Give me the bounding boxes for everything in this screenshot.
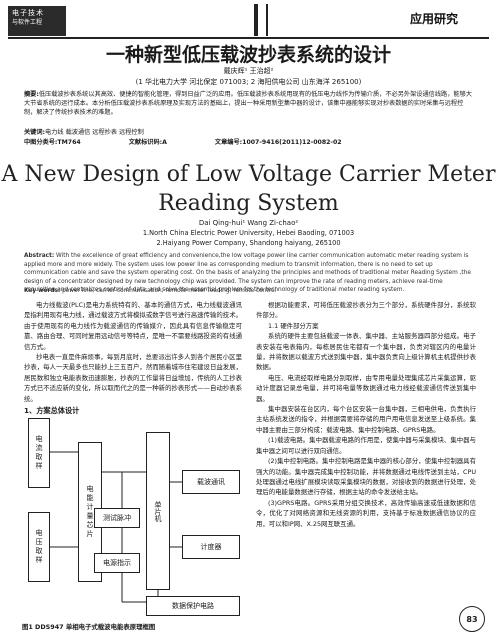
block-carrier-comm: 载波通讯 <box>182 470 240 494</box>
figure-caption: 图1 DDS947 单相电子式载波电能表原理框图 <box>22 623 156 631</box>
cn-title: 一种新型低压载波抄表系统的设计 <box>105 44 391 66</box>
en-affiliation-1: 1.North China Electric Power University,… <box>142 229 355 237</box>
block-carrier-comm-label: 载波通讯 <box>197 478 225 486</box>
en-title-line1: A New Design of Low Voltage Carrier Mete… <box>1 162 496 187</box>
block-power-indicator: 电源指示 <box>94 553 140 573</box>
cn-affiliation: (1 华北电力大学 河北保定 071003; 2 海阳供电公司 山东海洋 265… <box>135 78 362 86</box>
body-paragraph: (1)载波电路。集中器载波电路的作用是，使集中器与采集模块、集中器与集中器之间可… <box>256 436 476 455</box>
cn-meta: 中图分类号:TM764 文献标识码:A 文章编号:1007-9416(2011)… <box>24 137 474 146</box>
body-right-column: 根据功能要求，可将低压载波抄表分为三个部分，系统硬件部分，系统软件部分。 1.1… <box>256 300 476 529</box>
en-title-line2: Reading System <box>158 191 339 216</box>
en-keywords-text: power line; carrier communication; remot… <box>62 288 277 294</box>
cn-abstract-label: 摘要: <box>24 91 39 98</box>
body-paragraph: 根据功能要求，可将低压载波抄表分为三个部分，系统硬件部分，系统软件部分。 <box>256 301 476 320</box>
cn-clc: 中图分类号:TM764 <box>24 139 81 146</box>
body-paragraph: 电力线载波(PLC)是电力系统特有的、基本的通信方式，电力线载波通讯是指利用现有… <box>24 301 242 351</box>
cn-abstract: 摘要:低压载波抄表系统以其高效、便捷的智能化管理，得到日益广泛的应用。低压载波抄… <box>24 90 474 117</box>
en-affiliation-2: 2.Haiyang Power Company, Shandong haiyan… <box>156 239 341 247</box>
block-counter-label: 计度器 <box>200 543 222 551</box>
en-keywords: Key words: power line; carrier communica… <box>24 288 474 294</box>
block-power-indicator-label: 电源指示 <box>103 559 131 567</box>
cn-doc-code: 文献标识码:A <box>128 139 167 146</box>
cn-authors: 戴庆辉¹ 王治超² <box>223 67 274 75</box>
body-paragraph: 系统的硬件主要包括载波一体表、集中器、主站服务器四部分组成。电子表安装在电表箱内… <box>256 332 476 372</box>
block-data-protection: 数据保护电路 <box>146 596 240 616</box>
body-left-column: 电力线载波(PLC)是电力系统特有的、基本的通信方式，电力线载波通讯是指利用现有… <box>24 300 242 418</box>
block-test-pulse-label: 测试脉冲 <box>103 514 131 522</box>
journal-logo-line1: 电子技术 <box>12 9 44 17</box>
block-current-sampling: 电流取样 <box>28 418 50 488</box>
en-abstract-label: Abstract: <box>24 253 55 259</box>
block-mcu-label: 单片机 <box>154 500 162 522</box>
block-mcu: 单片机 <box>146 432 170 590</box>
block-diagram-figure: 电流取样 电压取样 电能计量芯片 单片机 载波通讯 计度器 测试脉冲 电源指示 … <box>26 412 242 622</box>
en-abstract-text: With the excellence of great efficiency … <box>24 253 471 294</box>
body-paragraph: 电压、电流经取样电路分别取样，由专用电量处理集成芯片采集运算，驱动计度器记录总电… <box>256 373 476 403</box>
body-paragraph: 抄电表一直是件麻烦事，每到月底时，总要派出许多人到各个居民小区里抄表，每人一天最… <box>24 353 242 403</box>
block-test-pulse: 测试脉冲 <box>94 508 140 528</box>
cn-keywords: 关键词:电力线 载波通信 远程抄表 远程控制 <box>24 127 474 136</box>
block-meter-chip-label: 电能计量芯片 <box>86 485 94 539</box>
subsection-heading: 1.1 硬件部分方案 <box>268 321 319 330</box>
block-voltage-sampling-label: 电压取样 <box>35 529 43 565</box>
block-current-sampling-label: 电流取样 <box>35 435 43 471</box>
en-title: A New Design of Low Voltage Carrier Mete… <box>0 160 497 218</box>
body-paragraph: (2)集中控制电路。集中控制电路是集中器的核心部分，使集中控制器具有强大的功能。… <box>256 457 476 497</box>
section-heading: 1、方案总体设计 <box>24 406 80 416</box>
block-voltage-sampling: 电压取样 <box>28 512 50 582</box>
en-abstract: Abstract: With the excellence of great e… <box>24 252 474 295</box>
journal-logo: 电子技术 与软件工程 <box>8 6 66 36</box>
section-category: 应用研究 <box>410 12 459 26</box>
cn-abstract-text: 低压载波抄表系统以其高效、便捷的智能化管理，得到日益广泛的应用。低压载波抄表系统… <box>24 91 472 116</box>
cn-article-no: 文章编号:1007-9416(2011)12-0082-02 <box>214 139 342 146</box>
body-paragraph: (3)GPRS电路。GPRS采用分组交换技术，高效传输高速或低速数据和信令，优化… <box>256 498 476 528</box>
en-keywords-label: Key words: <box>24 288 61 294</box>
block-data-protection-label: 数据保护电路 <box>172 602 214 610</box>
body-paragraph: 集中器安装在台区内，每个台区安装一台集中器，三相电供电，负责执行主站系统发送的指… <box>256 405 476 434</box>
block-counter: 计度器 <box>182 535 240 559</box>
journal-logo-line2: 与软件工程 <box>12 19 43 26</box>
header-divider-bars <box>254 4 268 36</box>
cn-keywords-text: 电力线 载波通信 远程抄表 远程控制 <box>45 129 144 136</box>
page-number: 83 <box>459 606 485 632</box>
header-rule <box>8 37 489 39</box>
en-authors: Dai Qing-hui¹ Wang Zi-chao² <box>198 219 299 227</box>
cn-keywords-label: 关键词: <box>24 129 46 136</box>
